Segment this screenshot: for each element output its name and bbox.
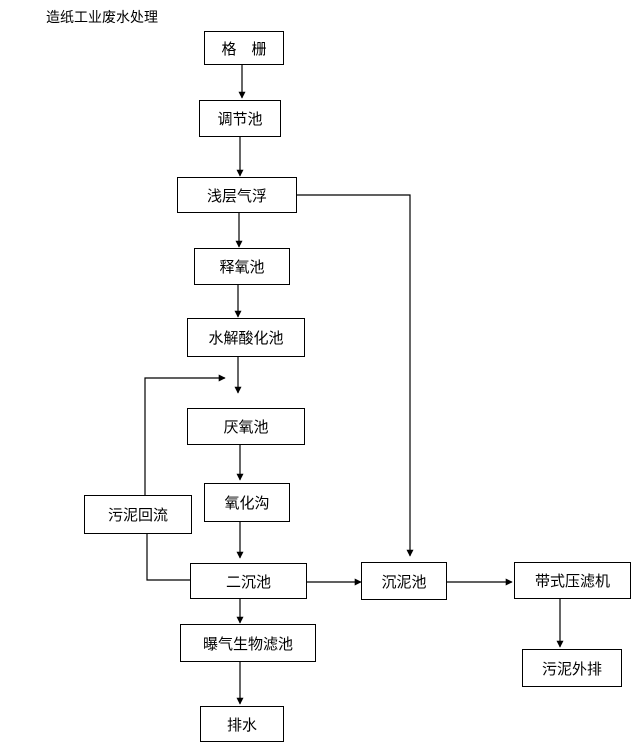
- oxygen-release-tank-box: 释氧池: [194, 248, 290, 285]
- oxidation-ditch-box: 氧化沟: [204, 483, 290, 522]
- diagram-title: 造纸工业废水处理: [46, 10, 158, 26]
- hydrolysis-tank-box: 水解酸化池: [187, 318, 305, 357]
- grille-box: 格 栅: [204, 31, 284, 65]
- line-clarifier-to-sludge-return: [146, 534, 190, 581]
- regulating-tank-box: 调节池: [199, 100, 281, 137]
- arrow-sludge-return-to-anaerobic: [144, 374, 226, 498]
- discharge-box: 排水: [200, 706, 284, 742]
- shallow-flotation-box: 浅层气浮: [177, 177, 297, 213]
- baf-box: 曝气生物滤池: [180, 624, 316, 662]
- secondary-clarifier-box: 二沉池: [190, 563, 307, 599]
- arrow-flotation-to-sludge-tank: [297, 194, 414, 557]
- sludge-discharge-box: 污泥外排: [522, 649, 622, 687]
- anaerobic-tank-box: 厌氧池: [187, 408, 305, 445]
- belt-filter-press-box: 带式压滤机: [514, 562, 631, 599]
- sludge-return-box: 污泥回流: [84, 495, 192, 534]
- sludge-tank-box: 沉泥池: [361, 562, 447, 600]
